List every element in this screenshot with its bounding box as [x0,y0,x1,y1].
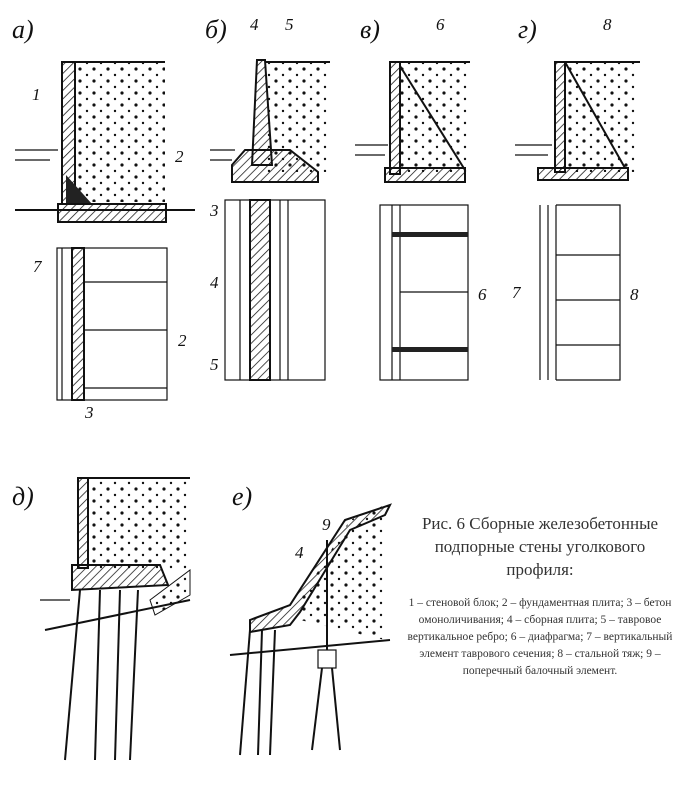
callout-6-plan: 6 [478,285,487,304]
callout-6: 6 [436,15,445,34]
panel-d-section [40,477,191,761]
panel-label-d: д) [12,482,34,511]
panel-label-b: б) [205,15,227,44]
callout-2: 2 [175,147,184,166]
panel-a-plan [56,247,168,401]
callout-8: 8 [603,15,612,34]
callout-5: 5 [285,15,294,34]
callout-1: 1 [32,85,41,104]
panel-v-section [355,61,470,183]
panel-label-g: г) [518,15,537,44]
callout-3-plan: 3 [84,403,94,422]
panel-label-v: в) [360,15,380,44]
callout-2-plan: 2 [178,331,187,350]
panel-label-e: е) [232,482,252,511]
panel-b-section [210,59,330,183]
callout-9: 9 [322,515,331,534]
panel-a-section [15,61,195,223]
callout-3-b: 3 [209,201,219,220]
callout-4-e: 4 [295,543,304,562]
callout-4-b: 4 [210,273,219,292]
panel-e-section [229,503,392,756]
panel-g-section [515,61,640,181]
figure-caption: Рис. 6 Сборные железобетонные подпорные … [400,512,680,680]
caption-legend: 1 – стеновой блок; 2 – фундаментная плит… [407,597,673,677]
panel-b-plan [224,199,326,381]
callout-7a: 7 [33,257,43,276]
caption-title: Рис. 6 Сборные железобетонные подпорные … [421,514,659,579]
callout-4: 4 [250,15,259,34]
callout-7-plan: 7 [512,283,522,302]
panel-g-plan [539,204,621,381]
panel-v-plan [379,204,469,381]
callout-8-plan: 8 [630,285,639,304]
callout-5-b: 5 [210,355,219,374]
panel-label-a: а) [12,15,34,44]
